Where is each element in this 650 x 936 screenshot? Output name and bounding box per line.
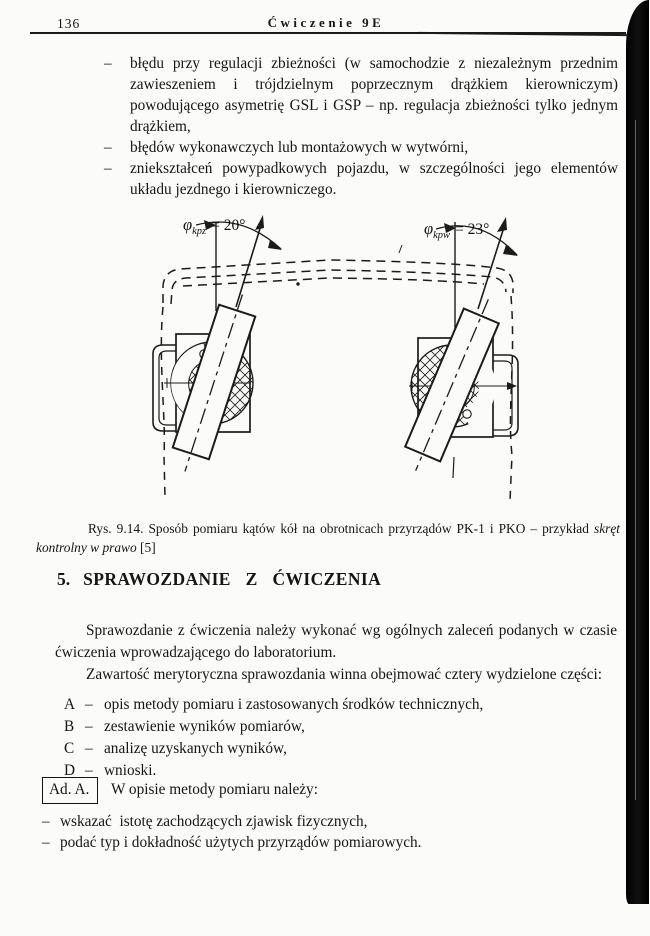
- list-dash: –: [42, 834, 50, 851]
- left-wheel-axis-dashdot: [184, 294, 244, 472]
- right-arc-arrowhead-end: [503, 245, 518, 256]
- paragraph: Zawartość merytoryczna sprawozdania winn…: [86, 666, 603, 684]
- section-title: SPRAWOZDANIE Z ĆWICZENIA: [83, 569, 382, 589]
- list-item: – zniekształceń powypadkowych pojazdu, w…: [57, 158, 618, 200]
- right-wheel-assembly: [403, 217, 519, 479]
- list-dash: –: [85, 696, 93, 713]
- right-clamp-bracket-outer: [490, 354, 519, 437]
- list-item: – błędu przy regulacji zbieżności (w sam…: [57, 53, 618, 137]
- report-parts-list: A – opis metody pomiaru i zastosowanych …: [64, 694, 604, 782]
- caption-italic-phrase: skręt kontrolny w prawo: [36, 521, 621, 555]
- part-text: opis metody pomiaru i zastosowanych środ…: [104, 696, 484, 713]
- right-wheel-axis-dashdot: [415, 299, 489, 471]
- body-side-left: [160, 306, 166, 499]
- list-item: A – opis metody pomiaru i zastosowanych …: [64, 694, 604, 716]
- book-binding-shadow: [626, 0, 649, 904]
- page-number: 136: [57, 16, 81, 31]
- section-number: 5.: [57, 569, 71, 589]
- car-body-outline: [160, 259, 514, 502]
- right-arc-arrowhead-start: [444, 223, 456, 233]
- part-letter: A: [64, 696, 76, 713]
- part-text: analizę uzyskanych wyników,: [104, 740, 287, 757]
- list-dash: –: [104, 55, 112, 72]
- bumper-middle-line: [182, 277, 485, 287]
- left-scale-sector: [171, 343, 208, 413]
- phi-subscript: kpw: [433, 230, 450, 241]
- left-direction-line: [235, 221, 263, 308]
- left-angle-label: φkpz = 20°: [183, 215, 245, 237]
- right-vertical-reference-lower: [452, 456, 455, 479]
- part-letter: B: [64, 718, 75, 735]
- list-item: B – zestawienie wyników pomiarów,: [64, 716, 604, 738]
- figure-caption: Rys. 9.14. Sposób pomiaru kątów kół na o…: [36, 519, 620, 557]
- part-letter: C: [64, 740, 75, 757]
- caption-number: Rys. 9.14.: [88, 521, 144, 536]
- intro-bullet-list: – błędu przy regulacji zbieżności (w sam…: [57, 53, 618, 200]
- list-item: D – wnioski.: [64, 760, 604, 782]
- part-text: zestawienie wyników pomiarów,: [104, 718, 305, 735]
- list-item: – podać typ i dokładność użytych przyrzą…: [42, 832, 608, 854]
- list-item-text: podać typ i dokładność użytych przyrządó…: [60, 834, 422, 851]
- list-item: – błędów wykonawczych lub montażowych w …: [57, 137, 618, 158]
- figure-rys-9-14: φkpz= 20° φkpw= 23°: [0, 210, 650, 520]
- right-angle-label: φkpw = 23°: [424, 219, 489, 241]
- ad-a-intro: W opisie metody pomiaru należy:: [110, 781, 318, 798]
- phi-symbol: φ: [183, 215, 192, 234]
- running-title: Ćwiczenie 9E: [267, 15, 385, 30]
- list-item-text: zniekształceń powypadkowych pojazdu, w s…: [130, 160, 618, 198]
- list-item-text: błędu przy regulacji zbieżności (w samoc…: [130, 55, 618, 135]
- list-dash: –: [85, 762, 93, 779]
- left-direction-arrowhead: [255, 215, 264, 230]
- list-dash: –: [104, 160, 112, 177]
- phi-symbol: φ: [424, 219, 433, 238]
- left-wheel-assembly: [152, 215, 282, 472]
- left-arc-arrowhead-start: [204, 220, 216, 230]
- right-angle-arc: [435, 225, 518, 256]
- right-clamp-bracket-inner: [490, 360, 513, 431]
- list-item-text: wskazać istotę zachodzących zjawisk fizy…: [60, 812, 368, 830]
- left-arc-arrowhead-end: [268, 240, 282, 250]
- body-side-right: [509, 295, 514, 502]
- header-rule: [30, 32, 626, 34]
- ad-a-header: Ad. A. W opisie metody pomiaru należy:: [42, 777, 608, 804]
- bumper-inner-line: [170, 269, 507, 305]
- center-mark-dot: [296, 282, 300, 286]
- angle-value: = 23°: [455, 221, 489, 238]
- bumper-outer-line: [162, 259, 514, 303]
- list-dash: –: [42, 812, 50, 830]
- ad-a-box: Ad. A.: [42, 777, 99, 804]
- right-direction-arrowhead: [497, 217, 507, 232]
- left-clamp-bracket-inner: [158, 350, 181, 426]
- right-centerline-arrowhead: [507, 382, 517, 390]
- list-item: C – analizę uzyskanych wyników,: [64, 738, 604, 760]
- right-wheel: [403, 299, 501, 471]
- caption-reference: [5]: [140, 540, 156, 555]
- part-text: wnioski.: [104, 762, 157, 779]
- angle-value: = 20°: [211, 217, 245, 234]
- list-item: – wskazać istotę zachodzących zjawisk fi…: [42, 811, 608, 833]
- section-heading: 5. SPRAWOZDANIE Z ĆWICZENIA: [57, 569, 381, 590]
- part-letter: D: [64, 762, 76, 779]
- phi-subscript: kpz: [192, 226, 206, 237]
- wheel-angle-diagram: φkpz= 20° φkpw= 23°: [152, 215, 519, 502]
- list-dash: –: [85, 718, 93, 735]
- list-item-text: błędów wykonawczych lub montażowych w wy…: [130, 139, 469, 156]
- left-clamp-bracket-outer: [152, 344, 181, 432]
- right-bolt-bottom: [462, 409, 472, 419]
- left-wheel: [171, 294, 257, 472]
- list-dash: –: [85, 740, 93, 757]
- paragraph: Sprawozdanie z ćwiczenia należy wykonać …: [55, 622, 617, 662]
- caption-text: Sposób pomiaru kątów kół na obrotnicach …: [148, 521, 589, 536]
- right-direction-line: [477, 223, 506, 310]
- list-dash: –: [104, 139, 112, 156]
- ad-a-section: Ad. A. W opisie metody pomiaru należy: –…: [42, 777, 608, 854]
- small-tick-mark: [398, 244, 403, 254]
